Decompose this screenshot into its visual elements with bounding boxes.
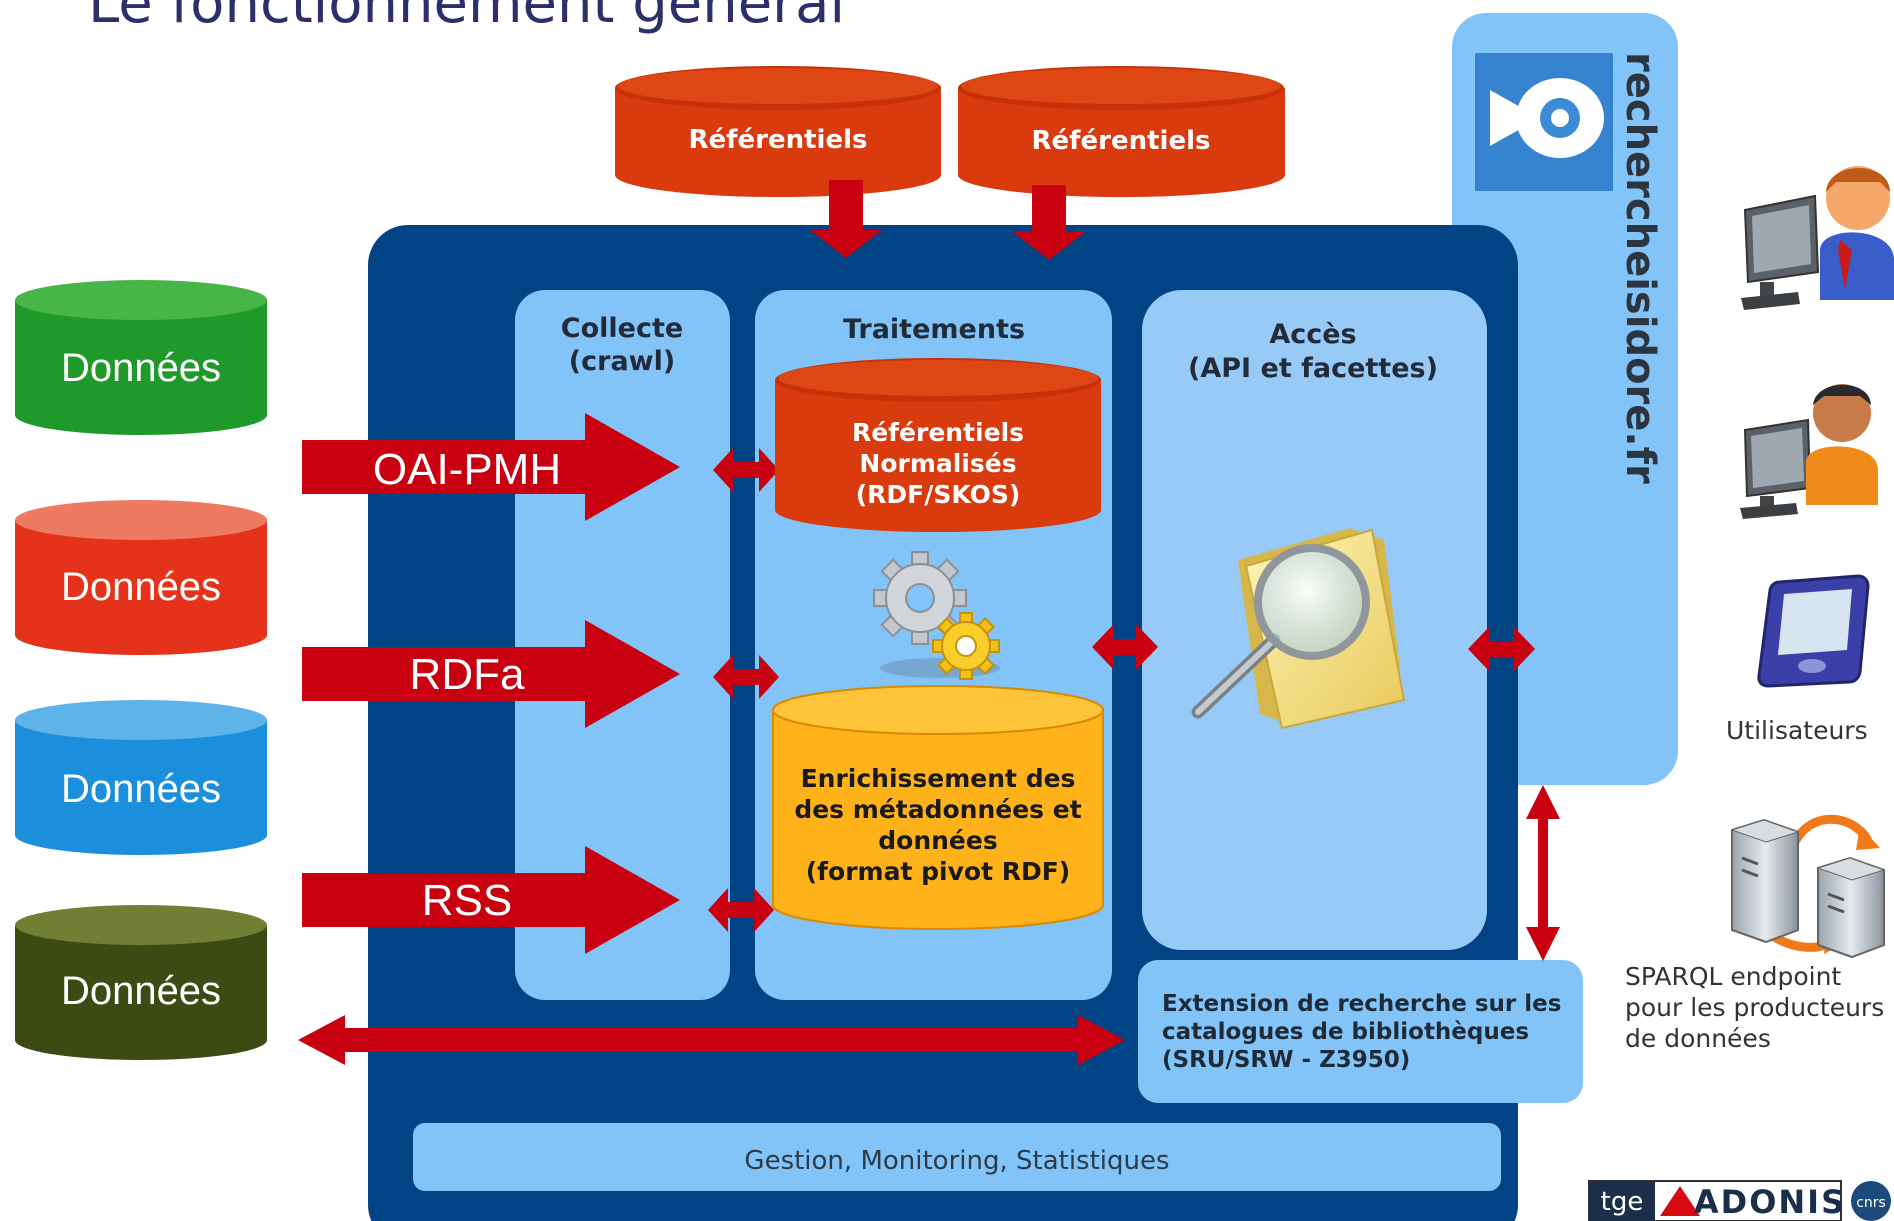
logo-tge-text: tge <box>1601 1187 1644 1217</box>
double-arrow-rss <box>708 888 774 932</box>
enrichissement-line: des métadonnées et <box>794 795 1081 824</box>
logo-adonis-text: ADONIS <box>1694 1183 1846 1221</box>
collecte-title: Collecte <box>561 313 683 344</box>
data-source-olive: Données <box>15 905 267 1060</box>
data-source-red: Données <box>15 500 267 655</box>
extension-line: (SRU/SRW - Z3950) <box>1162 1047 1410 1073</box>
user-computer-icon <box>1741 166 1894 310</box>
protocol-label: OAI-PMH <box>373 445 561 494</box>
enrichissement-line: Enrichissement des <box>801 764 1076 793</box>
protocol-label: RSS <box>422 876 512 925</box>
referentiels-cylinder-1: Référentiels <box>615 66 941 197</box>
servers-sync-icon <box>1730 814 1886 959</box>
user-computer-icon <box>1740 384 1878 519</box>
data-source-label: Données <box>61 767 221 811</box>
sparql-line: pour les producteurs <box>1625 993 1884 1022</box>
collecte-subtitle: (crawl) <box>569 346 675 377</box>
tge-adonis-logo: tge ADONIS cnrs <box>1588 1180 1891 1221</box>
data-source-blue: Données <box>15 700 267 855</box>
gestion-bar <box>413 1123 1501 1191</box>
data-source-green: Données <box>15 280 267 435</box>
referentiels-normalises-line: (RDF/SKOS) <box>856 480 1021 509</box>
down-arrow-1 <box>810 180 882 258</box>
acces-title: Accès <box>1269 319 1356 350</box>
users-label: Utilisateurs <box>1726 716 1868 745</box>
isidore-logo <box>1475 53 1613 191</box>
enrichissement-cylinder: Enrichissement des des métadonnées et do… <box>772 685 1104 930</box>
double-arrow-acces <box>1092 624 1158 670</box>
extension-line: catalogues de bibliothèques <box>1162 1019 1529 1045</box>
double-arrow-oai <box>713 448 779 492</box>
data-source-label: Données <box>61 346 221 390</box>
data-source-label: Données <box>61 565 221 609</box>
extension-box <box>1138 960 1583 1103</box>
protocol-arrow-rdfa: RDFa <box>302 620 680 728</box>
search-folder-icon <box>1191 528 1406 730</box>
double-arrow-portal <box>1468 626 1535 672</box>
down-arrow-2 <box>1013 185 1085 260</box>
pda-icon <box>1757 574 1870 688</box>
data-source-label: Données <box>61 969 221 1013</box>
long-double-arrow-extension <box>298 1015 1125 1065</box>
protocol-arrow-oai-pmh: OAI-PMH <box>302 413 680 521</box>
referentiels-normalises-cylinder: Référentiels Normalisés (RDF/SKOS) <box>775 358 1101 532</box>
extension-line: Extension de recherche sur les <box>1162 991 1561 1017</box>
vertical-double-arrow <box>1526 785 1560 961</box>
referentiels-normalises-line: Référentiels <box>852 418 1024 447</box>
referentiels-cylinder-2: Référentiels <box>958 66 1285 198</box>
gestion-label: Gestion, Monitoring, Statistiques <box>744 1146 1169 1176</box>
sparql-line: de données <box>1625 1024 1771 1053</box>
acces-subtitle: (API et facettes) <box>1188 353 1438 384</box>
logo-cnrs-text: cnrs <box>1856 1195 1886 1211</box>
traitements-title: Traitements <box>843 314 1025 345</box>
referentiels-normalises-line: Normalisés <box>859 449 1016 478</box>
referentiels-label-1: Référentiels <box>689 125 868 155</box>
double-arrow-rdfa <box>713 655 779 699</box>
protocol-arrow-rss: RSS <box>302 846 680 954</box>
gears-icon <box>873 551 1000 680</box>
protocol-label: RDFa <box>410 650 525 699</box>
portal-url: rechercheisidore.fr <box>1617 52 1663 484</box>
enrichissement-line: (format pivot RDF) <box>806 857 1070 886</box>
sparql-line: SPARQL endpoint <box>1625 962 1841 991</box>
page-title: Le fonctionnement général <box>88 0 845 36</box>
referentiels-label-2: Référentiels <box>1032 126 1211 156</box>
enrichissement-line: données <box>878 826 997 855</box>
